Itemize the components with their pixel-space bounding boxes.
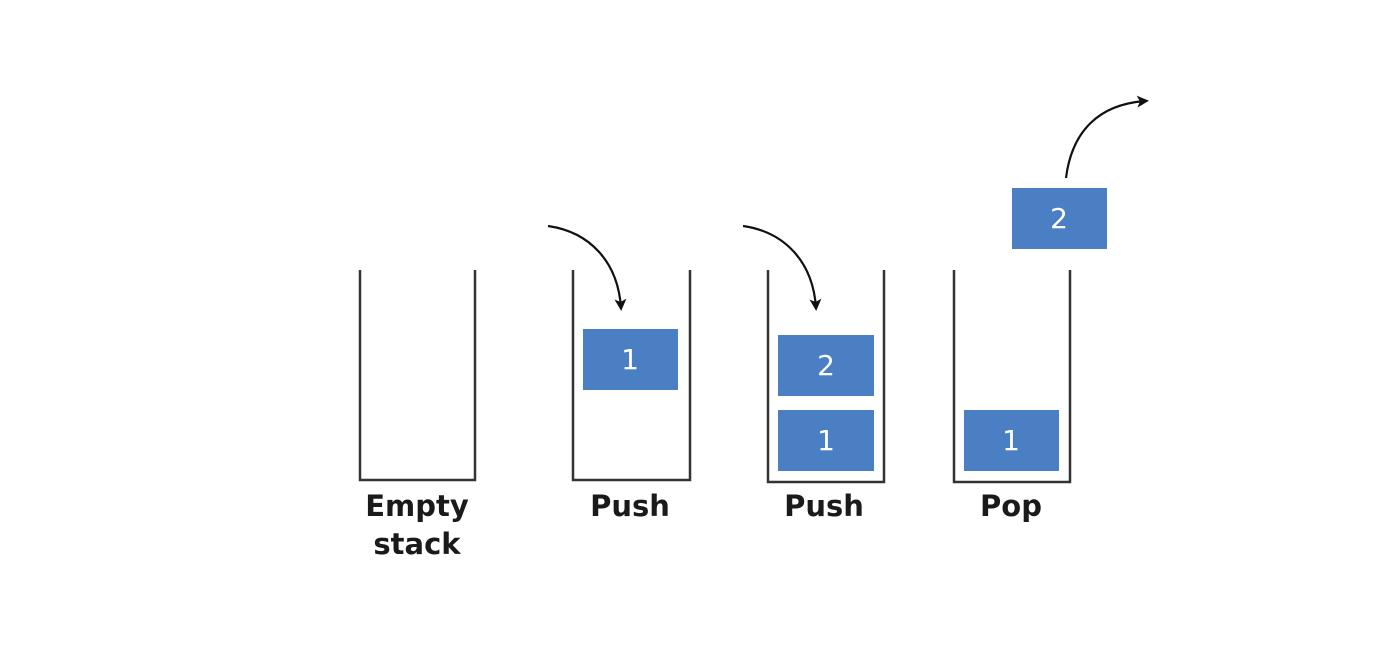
stack-label-line-2: stack (373, 527, 461, 561)
stack-push-2: 2 1 Push (742, 224, 886, 523)
popped-block: 2 (1012, 188, 1107, 249)
stack-label-line-1: Empty (365, 489, 469, 523)
block-rect (964, 410, 1059, 471)
stack-pop: 2 1 Pop (952, 95, 1149, 523)
stack-block: 2 (778, 335, 874, 396)
stack-push-1: 1 Push (547, 224, 692, 523)
block-value: 1 (621, 343, 639, 376)
incoming-arrow (547, 224, 627, 311)
stack-empty: Empty stack (358, 270, 477, 561)
block-rect (583, 329, 678, 390)
stack-container (571, 270, 692, 482)
block-rect (1012, 188, 1107, 249)
block-value: 1 (1002, 424, 1020, 457)
incoming-arrow (742, 224, 822, 311)
stack-block: 1 (778, 410, 874, 471)
stack-block: 1 (583, 329, 678, 390)
stack-label: Push (784, 489, 864, 523)
stack-container (358, 270, 477, 482)
stack-label: Push (590, 489, 670, 523)
block-value: 2 (817, 349, 835, 382)
stack-container (766, 270, 886, 484)
block-value: 2 (1050, 202, 1068, 235)
block-rect (778, 410, 874, 471)
block-rect (778, 335, 874, 396)
stack-container (952, 270, 1072, 484)
outgoing-arrow (1064, 95, 1149, 179)
block-value: 1 (817, 424, 835, 457)
stack-block: 1 (964, 410, 1059, 471)
stack-label: Pop (980, 489, 1042, 523)
